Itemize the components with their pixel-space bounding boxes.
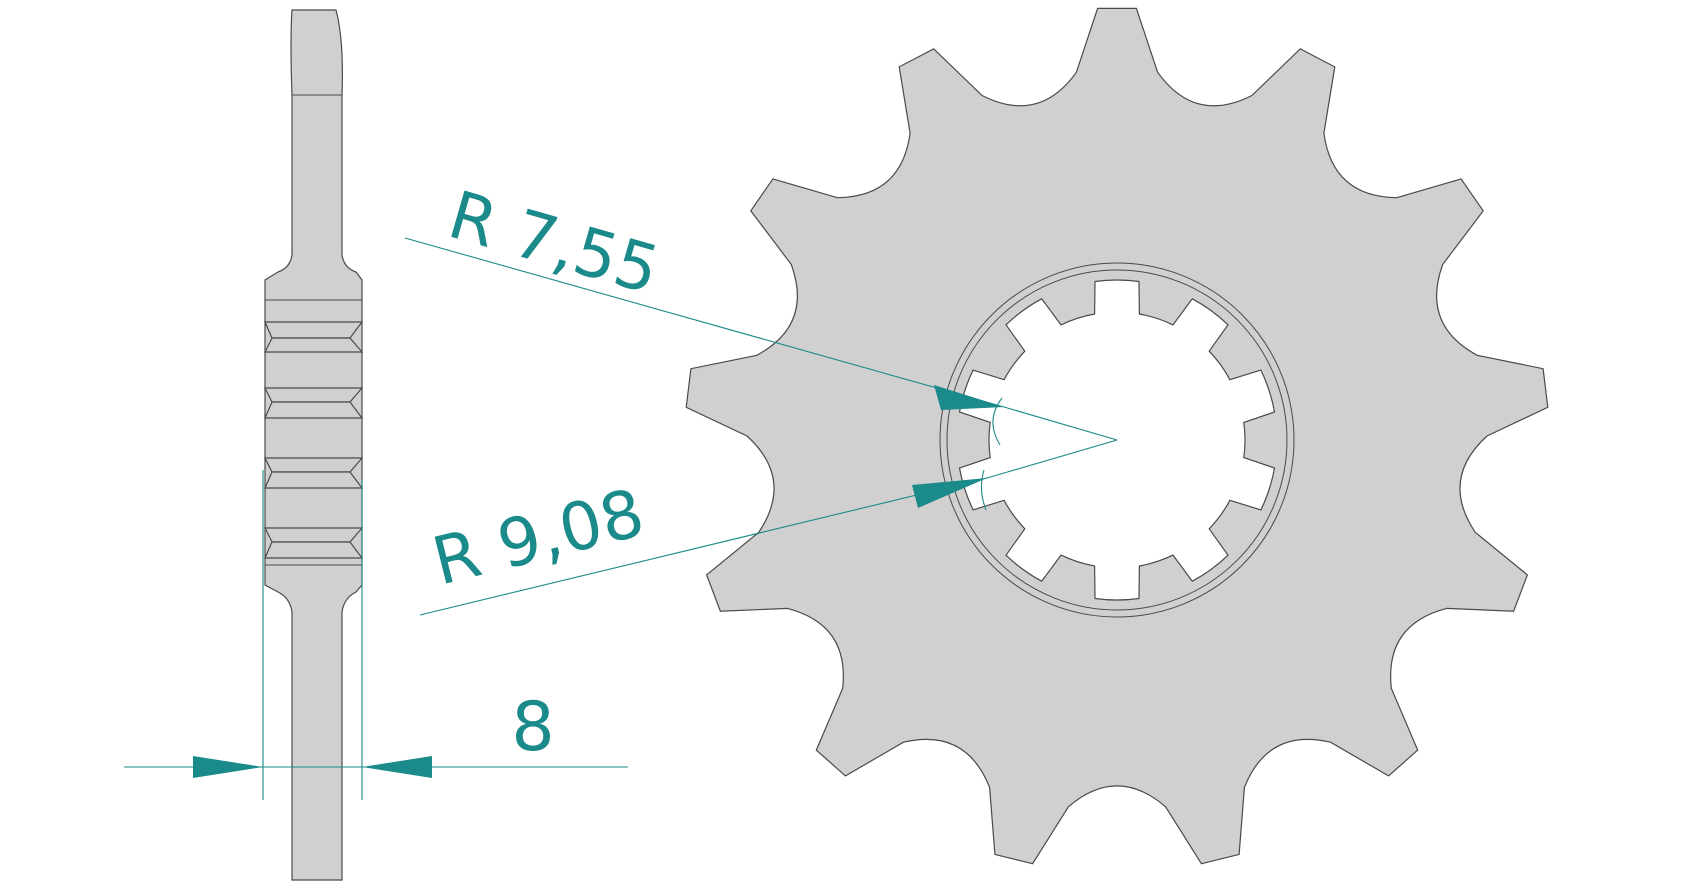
thickness-label: 8 (511, 688, 554, 767)
radius-small-label: R 7,55 (441, 176, 668, 309)
side-view-hub-bands (264, 299, 364, 566)
radius-small-arrow (934, 385, 1004, 410)
thickness-arrow-right (362, 756, 432, 778)
thickness-arrow-left (193, 756, 263, 778)
radius-large-arrow (912, 478, 987, 508)
side-view (264, 9, 364, 881)
hub-circle-inner (946, 269, 1288, 611)
thickness-dimension: 8 (124, 470, 628, 800)
front-view (685, 7, 1549, 865)
side-view-profile (264, 9, 363, 881)
radius-large-label: R 9,08 (425, 474, 651, 600)
hub-circle-outer (939, 262, 1295, 618)
